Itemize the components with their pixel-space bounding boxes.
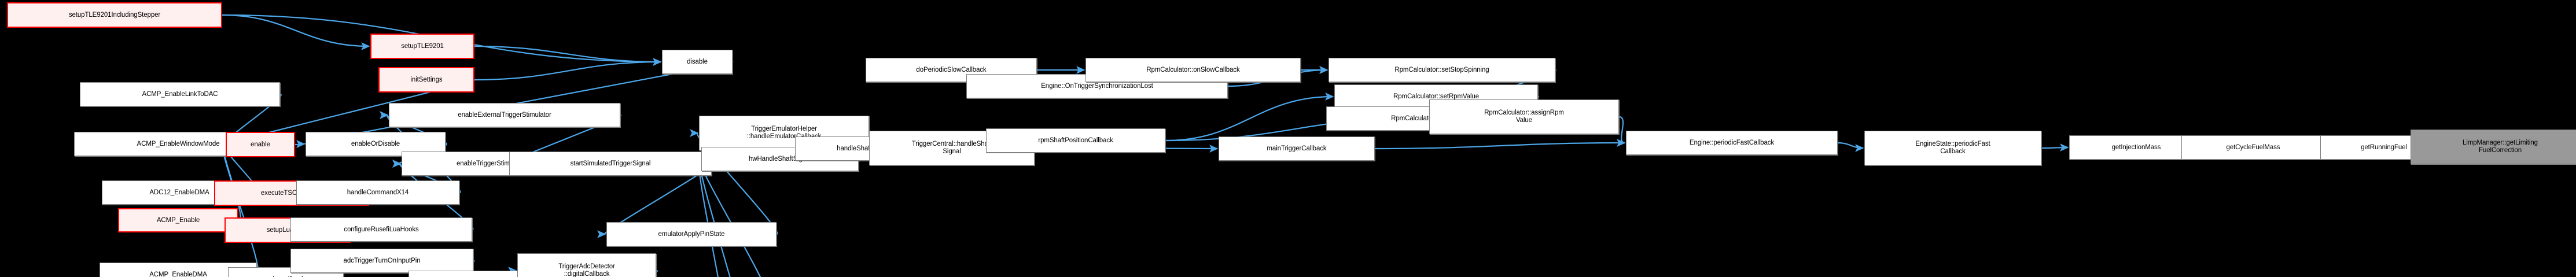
graph-edge	[692, 155, 761, 277]
graph-node[interactable]: emulatorApplyPinState	[606, 222, 777, 246]
graph-edge	[474, 58, 662, 81]
graph-edge	[1617, 116, 1626, 147]
graph-node[interactable]: Engine::periodicFastCallback	[1626, 131, 1838, 155]
graph-edge	[1374, 139, 1626, 150]
graph-node[interactable]: mainTriggerCallback	[1219, 136, 1375, 161]
graph-edge	[1165, 93, 1334, 142]
graph-node[interactable]: RpmCalculator::assignRpm Value	[1429, 99, 1619, 134]
graph-node[interactable]: shaft_callback	[409, 271, 525, 277]
graph-node[interactable]: TriggerAdcDetector ::digitalCallback	[517, 253, 656, 277]
graph-node[interactable]: hwHandleShaftSignal	[701, 147, 859, 171]
graph-edge	[691, 155, 731, 277]
graph-node[interactable]: RpmCalculator::onSlowCallback	[1085, 58, 1301, 82]
graph-node[interactable]: setupTLE9201IncludingStepper	[7, 2, 222, 28]
graph-node[interactable]: initSettings	[378, 67, 474, 93]
graph-node[interactable]: handleCommandX14	[296, 180, 459, 205]
graph-edge	[2041, 143, 2069, 152]
graph-node[interactable]: adcTriggerTurnOnInputPin	[290, 249, 473, 273]
graph-node[interactable]: ACMP_EnableLinkToDAC	[80, 82, 280, 106]
graph-node[interactable]: getInjectionMass	[2069, 135, 2203, 160]
graph-node[interactable]: LimpManager::getLimiting FuelCorrection	[2411, 130, 2576, 164]
graph-edge	[1837, 142, 1864, 152]
graph-node[interactable]: ACMP_Enable	[118, 208, 238, 232]
graph-node[interactable]: configureRusefiLuaHooks	[290, 217, 472, 242]
graph-edge	[222, 14, 370, 50]
graph-node[interactable]: rpmShaftPositionCallback	[986, 128, 1165, 153]
graph-node[interactable]: enableExternalTriggerStimulator	[389, 103, 620, 127]
graph-edge	[295, 140, 306, 148]
graph-node[interactable]: startSimulatedTriggerSignal	[509, 152, 712, 176]
graph-node[interactable]: EngineState::periodicFast Callback	[1864, 131, 2041, 165]
graph-node[interactable]: enable	[226, 132, 295, 157]
graph-node[interactable]: RpmCalculator::setStopSpinning	[1329, 58, 1555, 82]
graph-edge	[691, 155, 719, 277]
graph-edge	[474, 45, 662, 66]
graph-node[interactable]: setupTLE9201	[370, 34, 474, 59]
graph-node[interactable]: getCycleFuelMass	[2181, 135, 2325, 160]
graph-node[interactable]: disable	[662, 50, 733, 74]
